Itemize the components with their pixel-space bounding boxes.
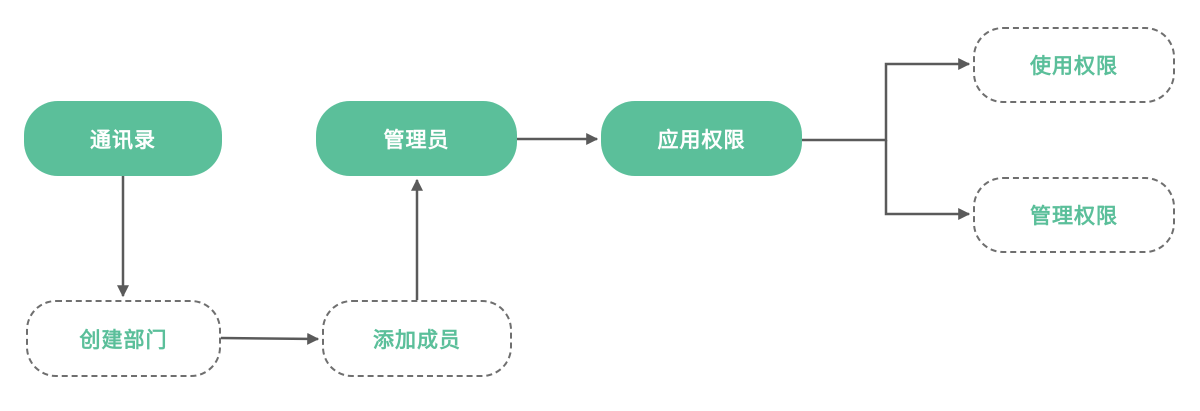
edge-app-perm-to-use-perm bbox=[802, 58, 971, 142]
node-manage-permission[interactable]: 管理权限 bbox=[973, 177, 1175, 253]
node-create-department-label: 创建部门 bbox=[79, 327, 168, 352]
edge-app-perm-to-manage-perm bbox=[884, 140, 971, 220]
node-use-permission-label: 使用权限 bbox=[1030, 54, 1118, 78]
node-create-department[interactable]: 创建部门 bbox=[26, 300, 221, 377]
node-app-permission-label: 应用权限 bbox=[657, 127, 746, 152]
node-add-member-label: 添加成员 bbox=[373, 327, 461, 352]
node-manage-permission-label: 管理权限 bbox=[1030, 204, 1118, 228]
node-contacts[interactable]: 通讯录 bbox=[24, 101, 222, 176]
edge-create-dept-to-add-member bbox=[220, 332, 320, 345]
node-admin-label: 管理员 bbox=[383, 127, 450, 152]
node-admin[interactable]: 管理员 bbox=[316, 101, 517, 176]
node-add-member[interactable]: 添加成员 bbox=[322, 300, 512, 377]
node-app-permission[interactable]: 应用权限 bbox=[601, 101, 802, 176]
node-contacts-label: 通讯录 bbox=[90, 127, 156, 152]
node-use-permission[interactable]: 使用权限 bbox=[973, 27, 1175, 103]
